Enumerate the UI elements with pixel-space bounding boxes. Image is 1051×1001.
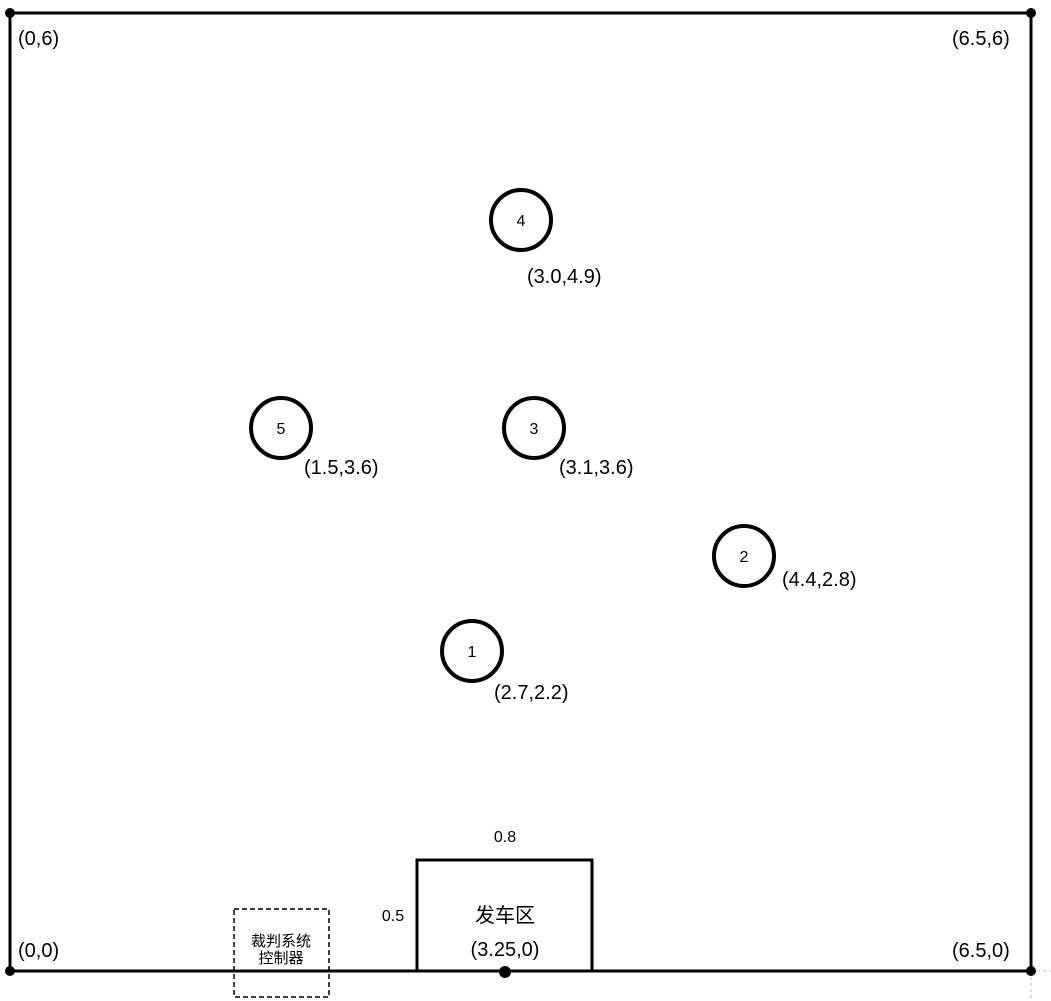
target-coord-label: (3.1,3.6) bbox=[559, 457, 633, 479]
target-coord-label: (1.5,3.6) bbox=[304, 457, 378, 479]
target-number: 4 bbox=[517, 213, 526, 230]
referee-controller-box bbox=[233, 908, 330, 998]
corner-point-top-left bbox=[5, 8, 15, 18]
target-circle bbox=[440, 619, 504, 683]
corner-point-bottom-left bbox=[5, 966, 15, 976]
target-4: 4 (3.0,4.9) bbox=[489, 188, 601, 288]
start-zone-height-label: 0.5 bbox=[382, 908, 404, 925]
corner-point-top-right bbox=[1026, 8, 1036, 18]
target-number: 5 bbox=[277, 421, 286, 438]
target-coord-label: (2.7,2.2) bbox=[494, 682, 568, 704]
start-zone-coord-label: (3.25,0) bbox=[471, 939, 540, 961]
target-2: 2 (4.4,2.8) bbox=[712, 524, 856, 591]
corner-point-bottom-right bbox=[1026, 966, 1036, 976]
start-zone-label: 发车区 bbox=[475, 904, 535, 927]
target-number: 2 bbox=[740, 549, 749, 566]
target-circle bbox=[502, 396, 566, 460]
target-circle bbox=[249, 396, 313, 460]
target-1: 1 (2.7,2.2) bbox=[440, 619, 568, 704]
corner-label-bottom-right: (6.5,0) bbox=[952, 940, 1010, 962]
target-coord-label: (3.0,4.9) bbox=[527, 266, 601, 288]
target-circle bbox=[489, 188, 553, 252]
corner-label-top-right: (6.5,6) bbox=[952, 28, 1010, 50]
target-circle bbox=[712, 524, 776, 588]
target-number: 1 bbox=[468, 644, 477, 661]
target-number: 3 bbox=[530, 421, 539, 438]
corner-label-bottom-left: (0,0) bbox=[18, 940, 59, 962]
referee-controller-label-line1: 裁判系统 bbox=[251, 933, 311, 950]
target-5: 5 (1.5,3.6) bbox=[249, 396, 378, 479]
target-3: 3 (3.1,3.6) bbox=[502, 396, 633, 479]
referee-controller-label-line2: 控制器 bbox=[258, 950, 303, 967]
corner-label-top-left: (0,6) bbox=[18, 28, 59, 50]
field-boundary bbox=[8, 11, 1033, 973]
start-point bbox=[499, 966, 511, 978]
start-zone-width-label: 0.8 bbox=[494, 829, 516, 846]
referee-controller: 裁判系统 控制器 bbox=[233, 908, 330, 998]
start-zone: 0.8 0.5 发车区 (3.25,0) bbox=[382, 829, 594, 978]
target-coord-label: (4.4,2.8) bbox=[782, 569, 856, 591]
